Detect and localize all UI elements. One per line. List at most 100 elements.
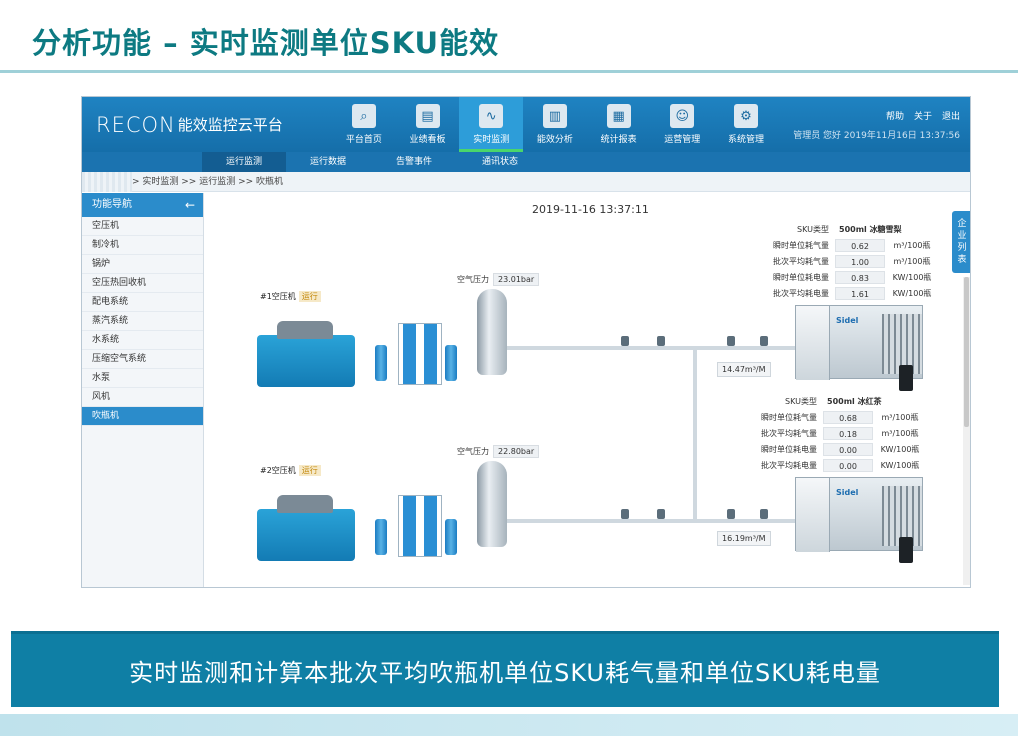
- nav-home[interactable]: ⌕ 平台首页: [332, 97, 396, 152]
- sidebar-item-steam[interactable]: 蒸汽系统: [82, 312, 203, 331]
- air-compressor-1[interactable]: [257, 321, 355, 387]
- nav-label: 能效分析: [536, 135, 573, 145]
- breadcrumb: > 实时监测 >> 运行监测 >> 吹瓶机: [82, 172, 970, 192]
- metric-label: 瞬时单位耗气量: [773, 240, 829, 250]
- logo-en: RECON: [96, 113, 176, 137]
- control-panel-1: [899, 365, 913, 391]
- pressure-value: 22.80bar: [493, 445, 540, 458]
- filter-1a: [375, 345, 387, 381]
- breadcrumb-path[interactable]: > 实时监测 >> 运行监测 >> 吹瓶机: [132, 177, 284, 187]
- metric-unit: KW/100瓶: [880, 460, 920, 470]
- side-tab-char: 业: [957, 231, 967, 241]
- report-icon: ▦: [606, 104, 631, 128]
- bar-chart-icon: ▥: [542, 104, 567, 128]
- metric-unit: m³/100瓶: [893, 256, 931, 266]
- nav-system[interactable]: ⚙ 系统管理: [714, 97, 778, 152]
- status-badge: 运行: [298, 291, 321, 302]
- monitor-icon: ∿: [479, 104, 504, 128]
- filter-2a: [375, 519, 387, 555]
- metric-label: 批次平均耗电量: [773, 288, 829, 298]
- status-badge: 运行: [298, 465, 321, 476]
- nav-analysis[interactable]: ▥ 能效分析: [523, 97, 587, 152]
- vertical-scrollbar[interactable]: [963, 277, 970, 585]
- tab-run-monitor[interactable]: 运行监测: [202, 152, 286, 172]
- help-link[interactable]: 帮助: [885, 112, 904, 122]
- sku-type-value: 500ml 冰红茶: [827, 396, 882, 406]
- nav-report[interactable]: ▦ 统计报表: [587, 97, 651, 152]
- dryer-2: [398, 495, 442, 557]
- nav-label: 平台首页: [345, 135, 382, 145]
- nav-operation[interactable]: ☺运营管理: [650, 97, 714, 152]
- logo-cn: 能效监控云平台: [177, 116, 283, 134]
- tab-comm-status[interactable]: 通讯状态: [481, 157, 518, 167]
- sidebar-item-power[interactable]: 配电系统: [82, 293, 203, 312]
- top-right-area: 帮助关于退出 管理员 您好 2019年11月16日 13:37:56: [793, 109, 960, 141]
- caption-text: 实时监测和计算本批次平均吹瓶机单位SKU耗气量和单位SKU耗电量: [129, 659, 881, 687]
- bottom-decoration: [0, 714, 1018, 736]
- sensor-icon: [621, 336, 629, 346]
- air-tank-2[interactable]: [477, 461, 507, 547]
- sensor-icon: [760, 336, 768, 346]
- machine-name: #1空压机: [260, 292, 296, 301]
- metric-unit: m³/100瓶: [881, 412, 919, 422]
- flow-readout-2: 16.19m³/M: [717, 531, 771, 546]
- logout-link[interactable]: 退出: [941, 112, 960, 122]
- metric-value: 0.00: [823, 442, 873, 456]
- metric-unit: m³/100瓶: [881, 428, 919, 438]
- tab-run-data[interactable]: 运行数据: [309, 157, 346, 167]
- sidebar-item-fan[interactable]: 风机: [82, 388, 203, 407]
- tab-alarm-events[interactable]: 告警事件: [395, 157, 432, 167]
- metric-value: 0.83: [835, 270, 885, 284]
- metric-label: 批次平均耗气量: [773, 256, 829, 266]
- metric-value: 0.18: [823, 426, 873, 440]
- sub-nav: 运行监测 运行数据 告警事件 通讯状态: [82, 152, 970, 172]
- air-tank-1[interactable]: [477, 289, 507, 375]
- sidebar-item-pump[interactable]: 水泵: [82, 369, 203, 388]
- metric-label: 瞬时单位耗电量: [761, 444, 817, 454]
- sidebar-item-compressed-air[interactable]: 压缩空气系统: [82, 350, 203, 369]
- gear-icon: ⚙: [733, 104, 758, 128]
- sensor-icon: [657, 509, 665, 519]
- sidebar: 功能导航 ← 空压机 制冷机 锅炉 空压热回收机 配电系统 蒸汽系统 水系统 压…: [82, 193, 204, 587]
- home-search-icon: ⌕: [351, 104, 376, 128]
- about-link[interactable]: 关于: [913, 112, 932, 122]
- sidebar-item-water[interactable]: 水系统: [82, 331, 203, 350]
- enterprise-list-tab[interactable]: 企 业 列 表: [952, 211, 970, 273]
- scrollbar-thumb[interactable]: [964, 277, 969, 427]
- slide-title: 分析功能 – 实时监测单位SKU能效: [32, 26, 500, 60]
- nav-label: 统计报表: [600, 135, 637, 145]
- sidebar-item-boiler[interactable]: 锅炉: [82, 255, 203, 274]
- sidebar-item-chiller[interactable]: 制冷机: [82, 236, 203, 255]
- pressure-readout-2: 空气压力 22.80bar: [457, 445, 540, 458]
- caption-banner: 实时监测和计算本批次平均吹瓶机单位SKU耗气量和单位SKU耗电量: [11, 631, 999, 707]
- sku-type-label: SKU类型: [785, 396, 817, 406]
- sku-type-value: 500ml 冰糖雪梨: [839, 224, 902, 234]
- side-tab-char: 列: [957, 243, 967, 253]
- brand-label: Sidel: [836, 488, 859, 497]
- side-tab-char: 企: [957, 219, 967, 229]
- sidebar-item-heat-recovery[interactable]: 空压热回收机: [82, 274, 203, 293]
- blow-molder-1[interactable]: Sidel: [795, 305, 923, 380]
- metric-unit: m³/100瓶: [893, 240, 931, 250]
- dryer-1: [398, 323, 442, 385]
- nav-label: 业绩看板: [409, 135, 446, 145]
- user-greeting: 管理员 您好 2019年11月16日 13:37:56: [793, 131, 960, 141]
- machine-label-1: #1空压机运行: [260, 291, 321, 302]
- nav-monitor[interactable]: ∿实时监测: [459, 97, 524, 152]
- nav-board[interactable]: ▤业绩看板: [396, 97, 460, 152]
- sidebar-item-blow-molder[interactable]: 吹瓶机: [82, 407, 203, 426]
- control-panel-2: [899, 537, 913, 563]
- sidebar-title-text: 功能导航: [92, 199, 132, 210]
- monitor-timestamp: 2019-11-16 13:37:11: [532, 203, 649, 216]
- metric-label: 批次平均耗气量: [761, 428, 817, 438]
- metric-label: 批次平均耗电量: [761, 460, 817, 470]
- sidebar-item-air-compressor[interactable]: 空压机: [82, 217, 203, 236]
- pressure-label: 空气压力: [457, 447, 489, 456]
- air-compressor-2[interactable]: [257, 495, 355, 561]
- collapse-arrow-icon[interactable]: ←: [184, 198, 195, 212]
- nav-label: 系统管理: [727, 135, 764, 145]
- operator-icon: ☺: [670, 104, 695, 128]
